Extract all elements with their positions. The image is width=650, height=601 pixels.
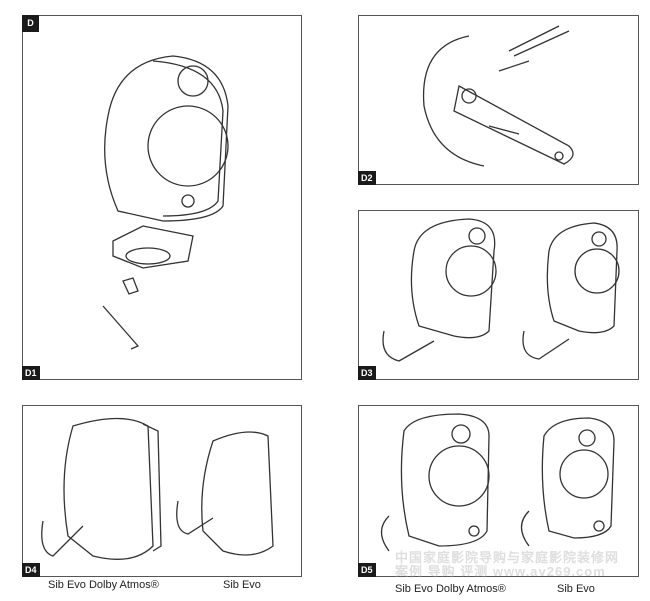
- watermark-line1: 中国家庭影院导购与家庭影院装修网: [395, 550, 620, 565]
- speaker-mounting-illustration: [382, 218, 620, 362]
- caption-d4-sib-evo: Sib Evo: [223, 579, 261, 591]
- watermark-line2: 案例 导购 评测 www.av269.com: [395, 564, 606, 579]
- panel-d3: D3: [358, 210, 639, 380]
- speaker-wall-mounted-front-illustration: [380, 413, 615, 552]
- panel-label: D4: [22, 563, 40, 577]
- panel-d2: D2: [358, 15, 639, 185]
- section-label: D: [22, 15, 39, 32]
- watermark: 中国家庭影院导购与家庭影院装修网 案例 导购 评测 www.av269.com: [395, 551, 619, 579]
- caption-d5-sib-evo: Sib Evo: [557, 583, 595, 595]
- speaker-wall-mounted-illustration: [41, 417, 274, 560]
- caption-d5-dolby-atmos: Sib Evo Dolby Atmos®: [395, 583, 506, 595]
- panel-d4: D4: [22, 405, 302, 577]
- panel-d5: D5: [358, 405, 639, 577]
- panel-label: D5: [358, 563, 376, 577]
- panel-label: D3: [358, 366, 376, 380]
- wall-bracket-illustration: [422, 25, 574, 167]
- speaker-mount-exploded-illustration: [102, 55, 229, 350]
- panel-label: D2: [358, 171, 376, 185]
- caption-d4-dolby-atmos: Sib Evo Dolby Atmos®: [48, 579, 159, 591]
- panel-label: D1: [22, 366, 40, 380]
- panel-d1: D1: [22, 15, 302, 380]
